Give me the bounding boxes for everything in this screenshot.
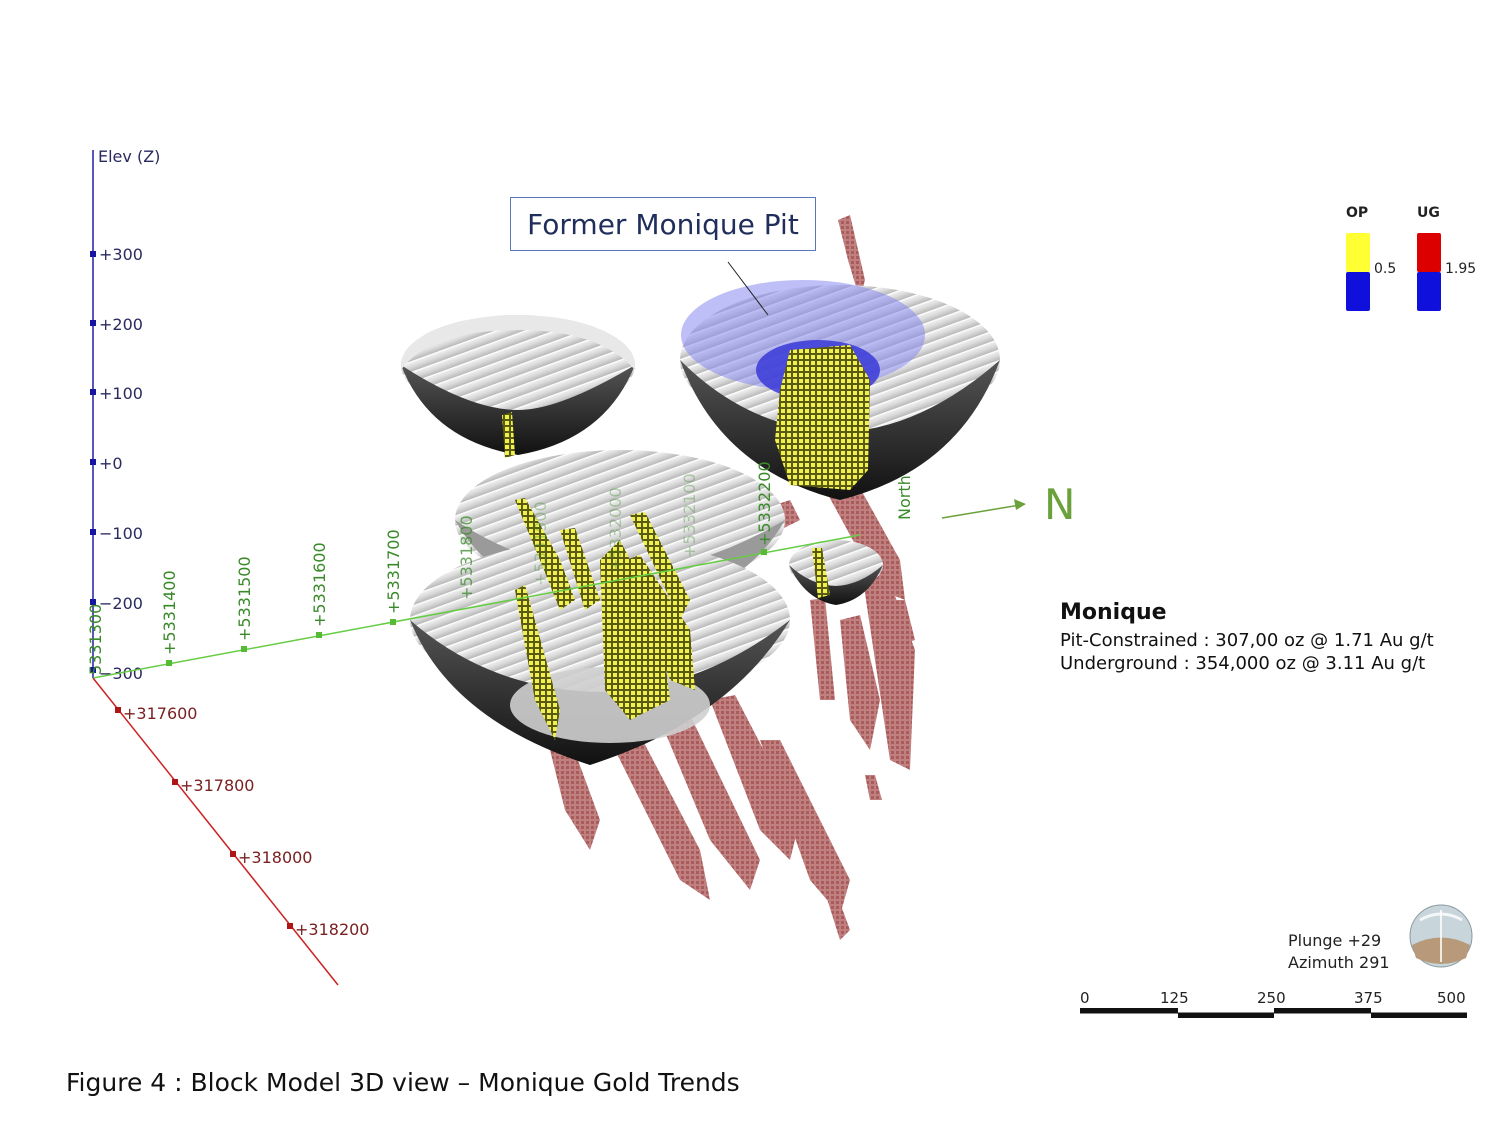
summary-underground: Underground : 354,000 oz @ 3.11 Au g/t bbox=[1060, 653, 1426, 674]
callout-leader-line bbox=[727, 261, 769, 316]
northing-tick-5332200: +5332200 bbox=[755, 461, 774, 546]
resource-summary: Monique Pit-Constrained : 307,00 oz @ 1.… bbox=[1060, 600, 1480, 675]
north-arrow-head bbox=[1014, 499, 1026, 510]
easting-tick-317600: +317600 bbox=[123, 704, 197, 723]
elev-tick-200: +200 bbox=[99, 315, 143, 334]
elev-tick-minus-100: −100 bbox=[99, 524, 143, 543]
northing-tick-5331500: +5331500 bbox=[235, 556, 254, 641]
plunge-readout: Plunge +29 bbox=[1288, 931, 1382, 950]
northing-tick-5331700: +5331700 bbox=[384, 529, 403, 614]
legend-ug-swatch-high bbox=[1417, 233, 1441, 272]
northing-tick-5332000: +5332000 bbox=[606, 487, 625, 572]
elevation-axis: Elev (Z) +300 +200 +100 +0 −100 −200 −30… bbox=[90, 147, 160, 683]
legend-op-header: OP bbox=[1346, 205, 1369, 221]
summary-title: Monique bbox=[1060, 600, 1167, 625]
north-arrow bbox=[941, 504, 1021, 519]
northing-tick-5332100: +5332100 bbox=[680, 473, 699, 558]
easting-tick-317800: +317800 bbox=[180, 776, 254, 795]
easting-tick-318000: +318000 bbox=[238, 848, 312, 867]
figure-caption: Figure 4 : Block Model 3D view – Monique… bbox=[66, 1068, 740, 1097]
summary-pit-constrained: Pit-Constrained : 307,00 oz @ 1.71 Au g/… bbox=[1060, 630, 1434, 651]
orientation-globe-icon[interactable] bbox=[1409, 904, 1473, 968]
scale-label-250: 250 bbox=[1257, 989, 1286, 1007]
elev-tick-100: +100 bbox=[99, 384, 143, 403]
legend-op-cutoff: 0.5 bbox=[1374, 261, 1397, 277]
scale-bar: 0 125 250 375 500 bbox=[1080, 989, 1467, 1018]
scale-label-125: 125 bbox=[1160, 989, 1189, 1007]
legend-op-swatch-low bbox=[1346, 272, 1370, 311]
azimuth-readout: Azimuth 291 bbox=[1288, 953, 1390, 972]
scale-label-500: 500 bbox=[1437, 989, 1466, 1007]
legend-ug-header: UG bbox=[1417, 205, 1440, 221]
view-orientation: Plunge +29 Azimuth 291 bbox=[1288, 930, 1390, 974]
north-axis-label: North bbox=[895, 475, 914, 520]
former-monique-pit-callout: Former Monique Pit bbox=[510, 197, 816, 251]
northing-tick-5331900: +5331900 bbox=[531, 501, 550, 586]
northing-tick-5331600: +5331600 bbox=[310, 542, 329, 627]
legend-op-swatch-high bbox=[1346, 233, 1370, 272]
elev-tick-0: +0 bbox=[99, 454, 123, 473]
pit-shell-small bbox=[789, 540, 883, 605]
northing-tick-5331800: +5331800 bbox=[457, 515, 476, 600]
legend-ug-swatch-low bbox=[1417, 272, 1441, 311]
grade-legend: OP UG 0.5 1.95 bbox=[1340, 205, 1480, 315]
northing-axis: 5331300 +5331400 +5331500 +5331600 +5331… bbox=[86, 461, 1026, 679]
northing-tick-5331300: 5331300 bbox=[86, 604, 105, 675]
elevation-axis-title: Elev (Z) bbox=[98, 147, 160, 166]
pit-shell-upper-left bbox=[401, 315, 635, 455]
op-block-zones bbox=[502, 345, 870, 740]
scale-label-375: 375 bbox=[1354, 989, 1383, 1007]
elev-tick-300: +300 bbox=[99, 245, 143, 264]
scale-label-0: 0 bbox=[1080, 989, 1090, 1007]
easting-tick-318200: +318200 bbox=[295, 920, 369, 939]
legend-ug-cutoff: 1.95 bbox=[1445, 261, 1477, 277]
northing-tick-5331400: +5331400 bbox=[160, 570, 179, 655]
elev-tick-minus-200: −200 bbox=[99, 594, 143, 613]
north-label: N bbox=[1044, 480, 1076, 529]
easting-axis: +317600 +317800 +318000 +318200 bbox=[92, 677, 369, 986]
ug-block-lenses bbox=[545, 215, 915, 940]
